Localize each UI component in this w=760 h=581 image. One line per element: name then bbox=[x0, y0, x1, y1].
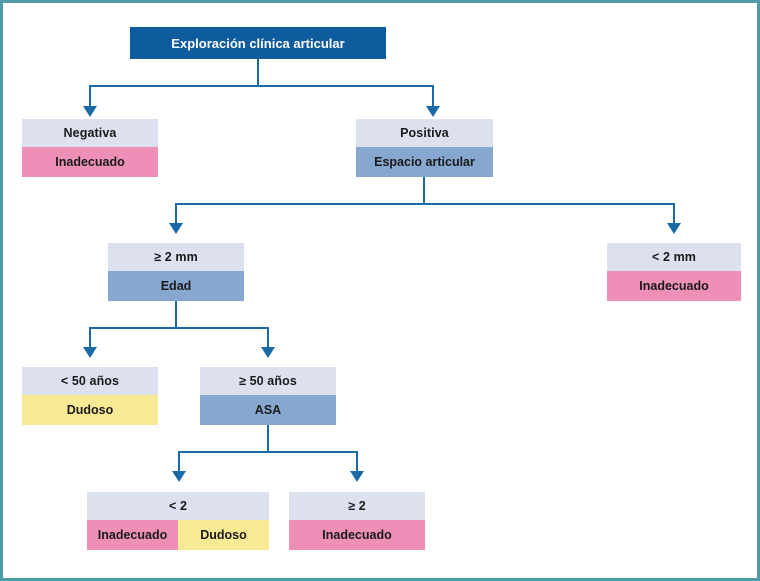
connector-positiva-left-drop bbox=[175, 203, 177, 225]
node-negativa[interactable]: Negativa Inadecuado bbox=[22, 119, 158, 177]
connector-root-right-drop bbox=[432, 85, 434, 108]
arrow-to-lt50 bbox=[83, 347, 97, 358]
connector-edad-bus bbox=[89, 327, 269, 329]
node-lt2mm-body: Inadecuado bbox=[607, 271, 741, 301]
node-ge50-branch: ASA bbox=[200, 395, 336, 425]
node-positiva-branch: Espacio articular bbox=[356, 147, 493, 177]
connector-root-left-drop bbox=[89, 85, 91, 108]
node-espacio-lt-2mm[interactable]: < 2 mm Inadecuado bbox=[607, 243, 741, 301]
node-lt50-header: < 50 años bbox=[22, 367, 158, 395]
connector-positiva-right-drop bbox=[673, 203, 675, 225]
arrow-to-asa-lt2 bbox=[172, 471, 186, 482]
arrow-to-lt2mm bbox=[667, 223, 681, 234]
node-positiva[interactable]: Positiva Espacio articular bbox=[356, 119, 493, 177]
node-lt2mm-header: < 2 mm bbox=[607, 243, 741, 271]
connector-asa-bus bbox=[178, 451, 358, 453]
node-asa-lt2-outcome-inadecuado: Inadecuado bbox=[87, 520, 178, 550]
node-asa-ge2-body: Inadecuado bbox=[289, 520, 425, 550]
node-positiva-body: Espacio articular bbox=[356, 147, 493, 177]
node-asa-lt2-outcome-dudoso: Dudoso bbox=[178, 520, 269, 550]
connector-asa-stem bbox=[267, 425, 269, 453]
arrow-to-positiva bbox=[426, 106, 440, 117]
node-ge2mm-branch: Edad bbox=[108, 271, 244, 301]
connector-asa-right-drop bbox=[356, 451, 358, 473]
arrow-to-ge50 bbox=[261, 347, 275, 358]
arrow-to-asa-ge2 bbox=[350, 471, 364, 482]
connector-edad-stem bbox=[175, 301, 177, 329]
connector-root-stem bbox=[257, 59, 259, 86]
node-edad-ge-50[interactable]: ≥ 50 años ASA bbox=[200, 367, 336, 425]
arrow-to-negativa bbox=[83, 106, 97, 117]
node-ge2mm-header: ≥ 2 mm bbox=[108, 243, 244, 271]
node-asa-lt2-header: < 2 bbox=[87, 492, 269, 520]
node-espacio-ge-2mm[interactable]: ≥ 2 mm Edad bbox=[108, 243, 244, 301]
node-positiva-header: Positiva bbox=[356, 119, 493, 147]
node-negativa-outcome: Inadecuado bbox=[22, 147, 158, 177]
node-negativa-header: Negativa bbox=[22, 119, 158, 147]
node-negativa-body: Inadecuado bbox=[22, 147, 158, 177]
connector-edad-left-drop bbox=[89, 327, 91, 349]
arrow-to-ge2mm bbox=[169, 223, 183, 234]
connector-edad-right-drop bbox=[267, 327, 269, 349]
node-root[interactable]: Exploración clínica articular bbox=[130, 27, 386, 59]
node-asa-ge2-header: ≥ 2 bbox=[289, 492, 425, 520]
node-lt50-outcome: Dudoso bbox=[22, 395, 158, 425]
connector-asa-left-drop bbox=[178, 451, 180, 473]
connector-positiva-stem bbox=[423, 177, 425, 205]
connector-positiva-bus bbox=[175, 203, 675, 205]
node-ge50-header: ≥ 50 años bbox=[200, 367, 336, 395]
node-asa-lt2-body: Inadecuado Dudoso bbox=[87, 520, 269, 550]
connector-root-bus bbox=[89, 85, 434, 87]
node-ge2mm-body: Edad bbox=[108, 271, 244, 301]
node-asa-lt-2[interactable]: < 2 Inadecuado Dudoso bbox=[87, 492, 269, 550]
node-asa-ge2-outcome: Inadecuado bbox=[289, 520, 425, 550]
node-lt2mm-outcome: Inadecuado bbox=[607, 271, 741, 301]
node-ge50-body: ASA bbox=[200, 395, 336, 425]
node-lt50-body: Dudoso bbox=[22, 395, 158, 425]
node-edad-lt-50[interactable]: < 50 años Dudoso bbox=[22, 367, 158, 425]
node-asa-ge-2[interactable]: ≥ 2 Inadecuado bbox=[289, 492, 425, 550]
